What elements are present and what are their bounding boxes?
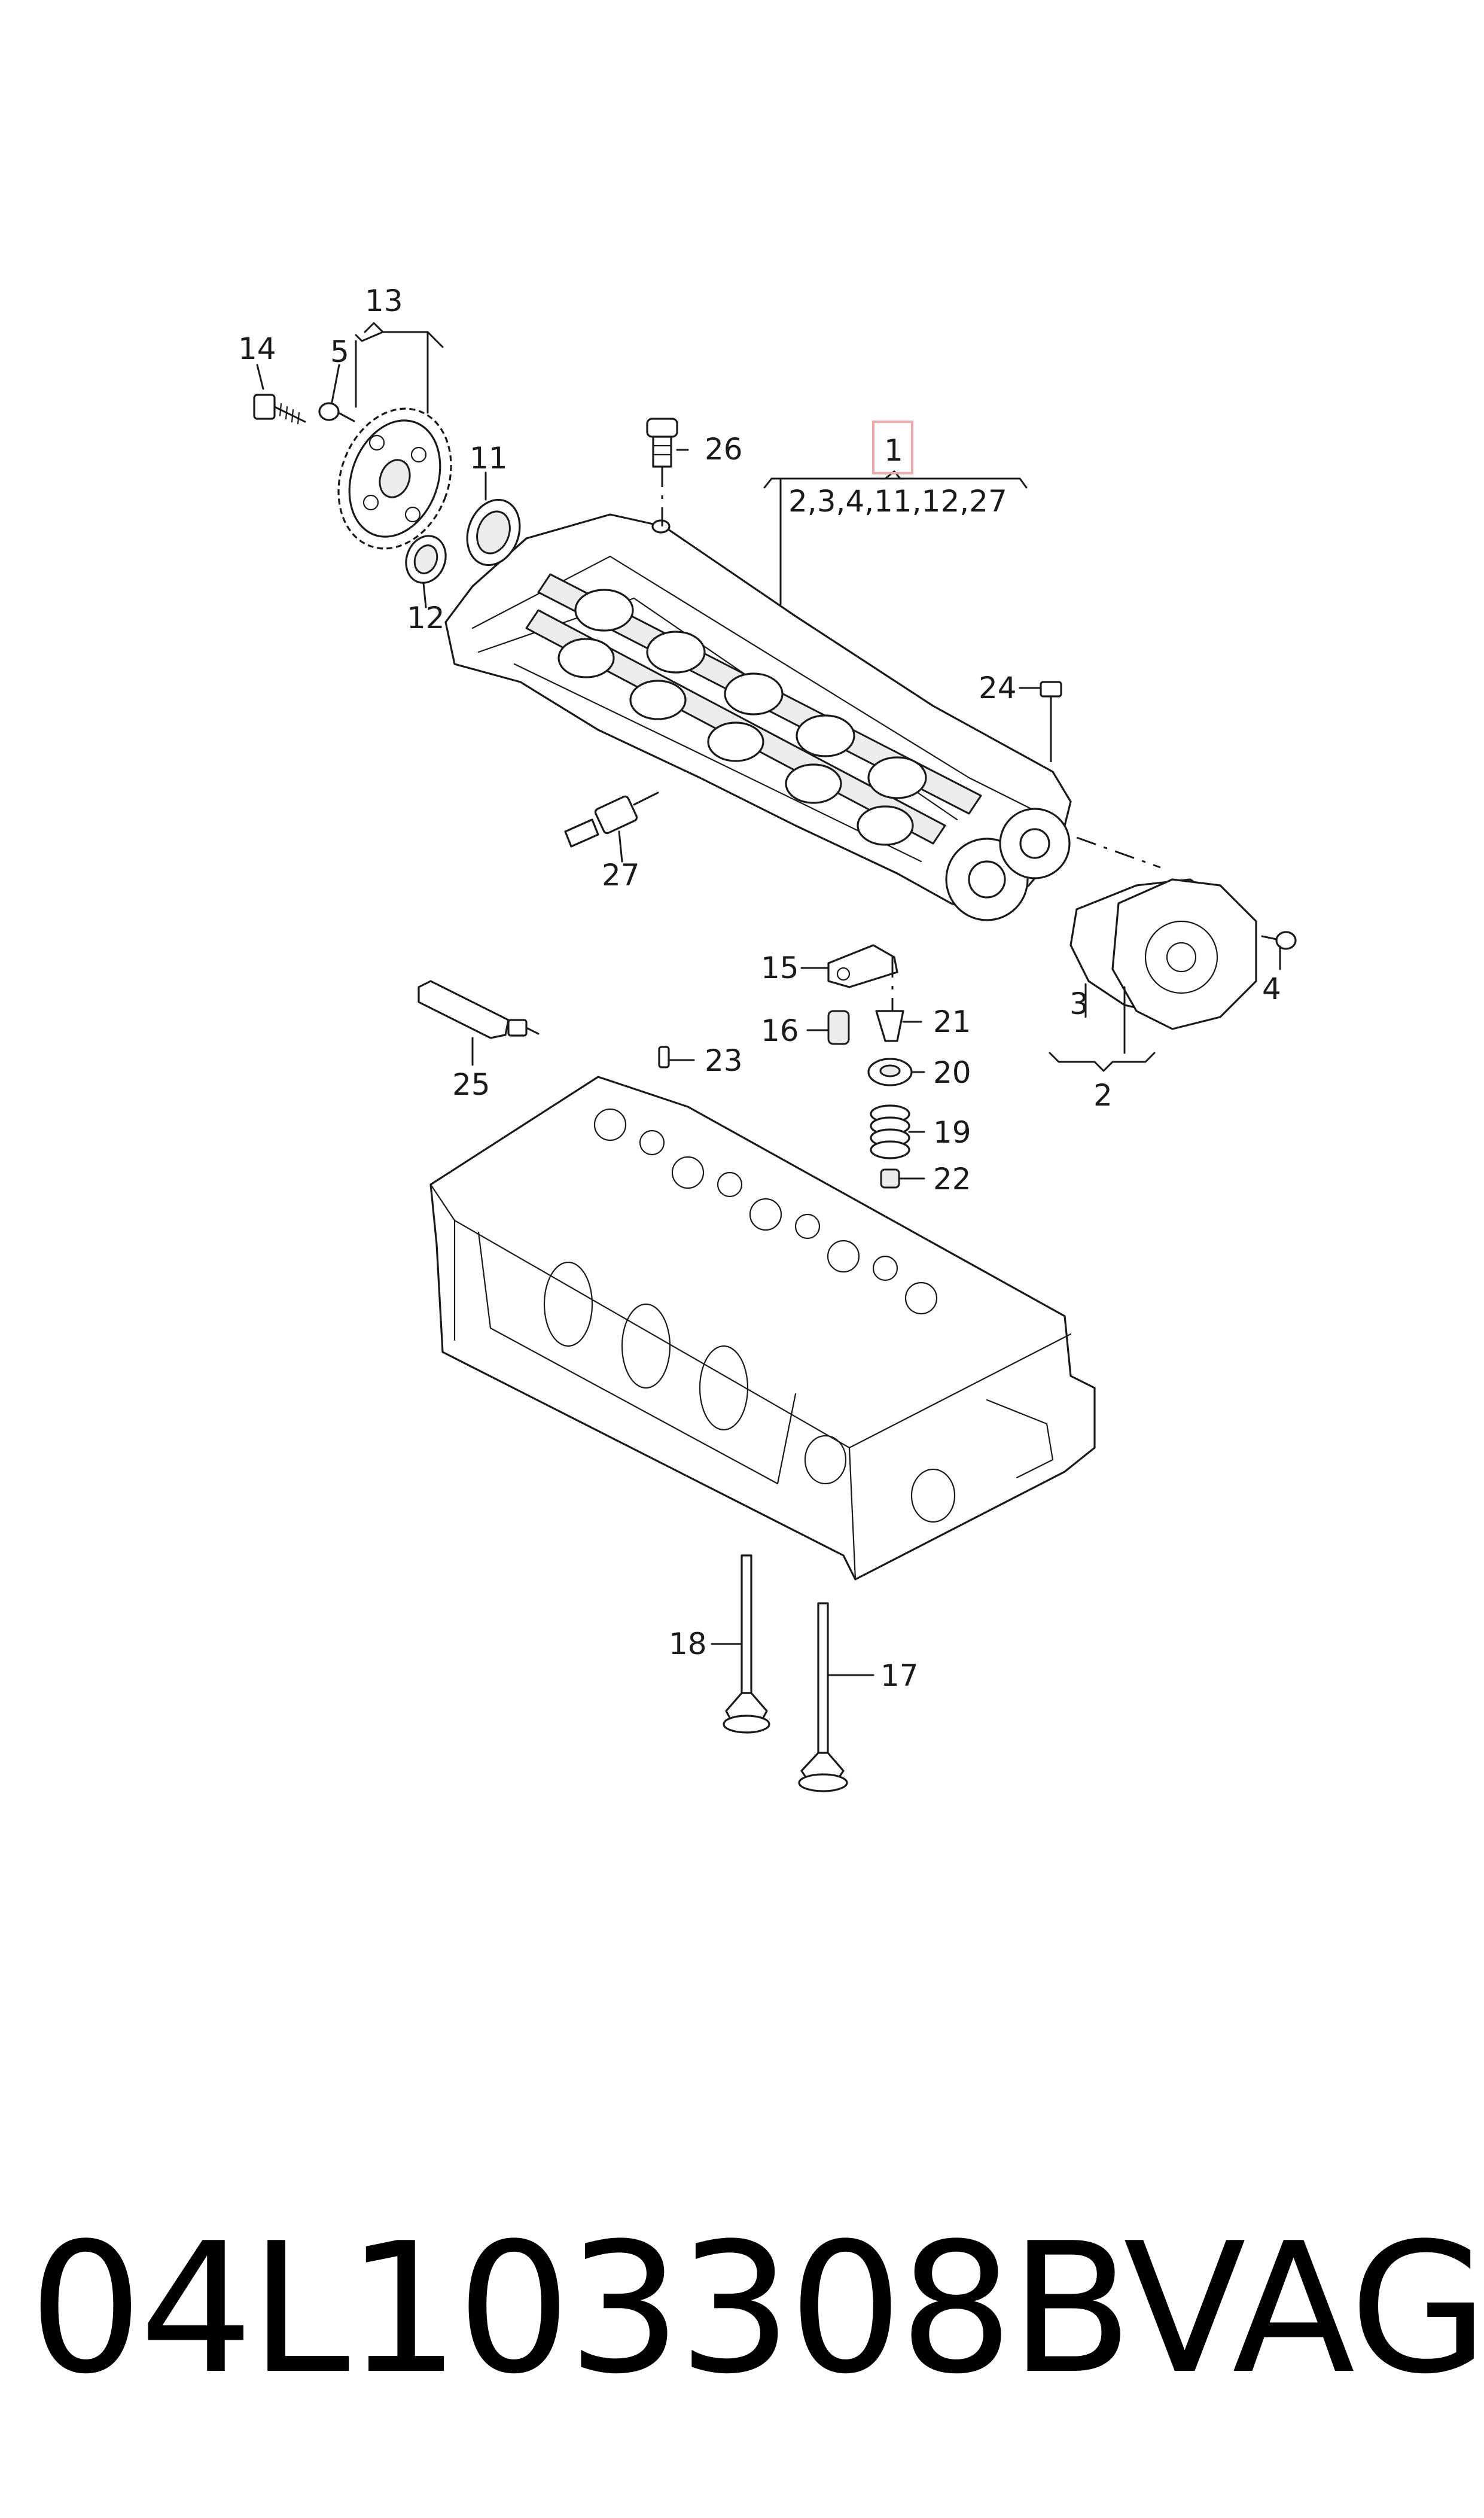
bolt-4-drawing: [1261, 931, 1297, 950]
valve-cotter-drawing: [875, 1010, 904, 1042]
callout-21: 21: [933, 1004, 971, 1039]
callout-22: 22: [933, 1162, 971, 1196]
part-number: 04L103308B: [29, 2205, 1133, 2413]
bolt-24-drawing: [1040, 681, 1062, 772]
plug-26-drawing: [646, 418, 678, 526]
footer: 04L103308B VAG: [29, 2205, 1484, 2413]
callout-19: 19: [933, 1115, 971, 1150]
valve-17-drawing: [798, 1602, 848, 1792]
callout-1: 1: [884, 433, 903, 468]
callout-24: 24: [979, 671, 1017, 705]
callout-25: 25: [452, 1067, 490, 1102]
callout-1-group: 2,3,4,11,12,27: [788, 484, 1007, 519]
callout-4: 4: [1262, 972, 1281, 1006]
valve-18-drawing: [723, 1554, 770, 1734]
valve-stem-seal-drawing: [880, 1168, 900, 1189]
leader-lines: [256, 322, 1281, 1676]
small-screw-drawing: [318, 402, 355, 422]
callout-16: 16: [761, 1013, 799, 1048]
end-cover-drawing: [1069, 836, 1257, 1030]
callout-1-highlight-box: [872, 421, 913, 474]
sensor-27-drawing: [564, 791, 659, 848]
spring-seat-drawing: [867, 1058, 913, 1086]
callout-2: 2: [1093, 1078, 1113, 1113]
sealant-tube-drawing: [418, 980, 540, 1039]
camshaft-sprocket-drawing: [337, 407, 452, 550]
callout-11: 11: [470, 441, 508, 476]
callout-5: 5: [330, 334, 349, 369]
callout-3: 3: [1069, 987, 1089, 1021]
callout-18: 18: [669, 1627, 707, 1661]
rocker-arm-drawing: [827, 944, 898, 1017]
callout-15: 15: [761, 951, 799, 985]
callout-27: 27: [602, 858, 640, 893]
callout-13: 13: [365, 284, 403, 318]
callout-14: 14: [238, 331, 276, 366]
camshaft-housing-drawing: [444, 513, 1072, 921]
dowel-pin-drawing: [658, 1046, 670, 1068]
callout-23: 23: [705, 1043, 743, 1078]
callout-17: 17: [880, 1658, 919, 1693]
hydraulic-lifter-drawing: [827, 1010, 850, 1045]
sprocket-bolt-drawing: [253, 394, 306, 425]
brand-name: VAG: [1123, 2205, 1484, 2413]
oil-seal-drawing: [405, 498, 521, 584]
callout-12: 12: [407, 601, 445, 635]
callout-20: 20: [933, 1055, 971, 1090]
callout-26: 26: [705, 432, 743, 467]
cylinder-head-drawing: [429, 1076, 1096, 1581]
valve-spring-drawing: [870, 1104, 910, 1159]
